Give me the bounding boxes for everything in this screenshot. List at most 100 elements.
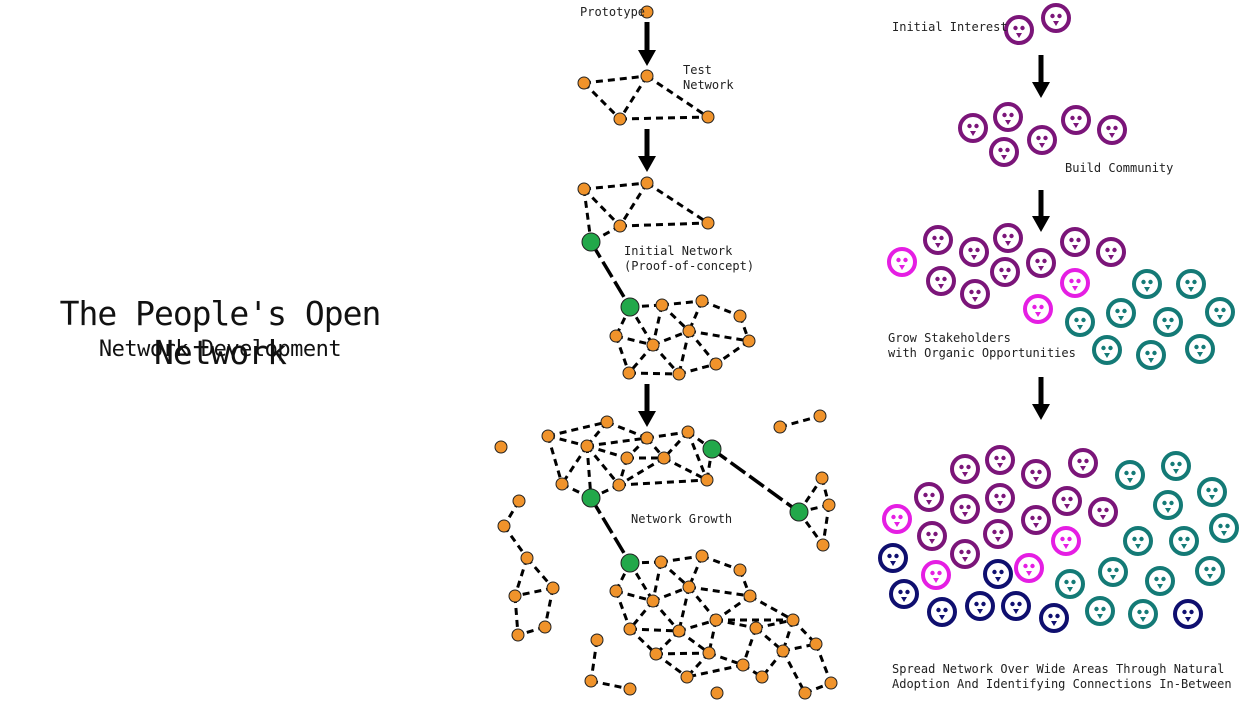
person-face-icon bbox=[1060, 268, 1090, 298]
mesh-node-icon bbox=[701, 216, 715, 230]
mesh-node-icon bbox=[776, 644, 790, 658]
label-initial-interest: Initial Interest bbox=[892, 20, 1008, 34]
mesh-node-icon bbox=[822, 498, 836, 512]
person-face-icon bbox=[1197, 477, 1227, 507]
mesh-node-icon bbox=[613, 112, 627, 126]
person-face-icon bbox=[1209, 513, 1239, 543]
mesh-link bbox=[582, 188, 593, 243]
mesh-link bbox=[590, 679, 631, 691]
person-face-icon bbox=[1023, 294, 1053, 324]
mesh-link bbox=[513, 557, 529, 597]
gateway-node-icon bbox=[581, 232, 601, 252]
mesh-link bbox=[583, 181, 648, 191]
mesh-node-icon bbox=[640, 431, 654, 445]
person-face-icon bbox=[1132, 269, 1162, 299]
mesh-node-icon bbox=[623, 682, 637, 696]
mesh-link bbox=[677, 586, 691, 632]
mesh-node-icon bbox=[497, 519, 511, 533]
mesh-link bbox=[618, 182, 649, 227]
mesh-node-icon bbox=[710, 686, 724, 700]
mesh-link bbox=[688, 329, 750, 343]
label-initial-network: Initial Network (Proof-of-concept) bbox=[624, 244, 755, 273]
mesh-link bbox=[655, 651, 710, 656]
mesh-link bbox=[651, 561, 663, 602]
mesh-node-icon bbox=[622, 366, 636, 380]
mesh-node-icon bbox=[695, 549, 709, 563]
mesh-node-icon bbox=[612, 478, 626, 492]
mesh-node-icon bbox=[640, 69, 654, 83]
person-face-icon bbox=[1128, 599, 1158, 629]
mesh-link bbox=[779, 414, 821, 429]
mesh-link bbox=[560, 445, 589, 485]
mesh-link bbox=[614, 590, 632, 630]
down-arrow-icon bbox=[638, 384, 656, 427]
mesh-node-icon bbox=[743, 589, 757, 603]
person-face-icon bbox=[1021, 505, 1051, 535]
mesh-link bbox=[661, 299, 703, 307]
mesh-link bbox=[646, 181, 709, 225]
gateway-node-icon bbox=[702, 439, 722, 459]
mesh-link bbox=[619, 221, 709, 228]
mesh-node-icon bbox=[815, 471, 829, 485]
person-face-icon bbox=[1205, 297, 1235, 327]
mesh-link bbox=[814, 643, 833, 684]
mesh-node-icon bbox=[512, 494, 526, 508]
person-face-icon bbox=[1061, 105, 1091, 135]
mesh-link bbox=[741, 627, 758, 666]
person-face-icon bbox=[1004, 15, 1034, 45]
mesh-link bbox=[618, 478, 708, 487]
person-face-icon bbox=[985, 483, 1015, 513]
person-face-icon bbox=[983, 519, 1013, 549]
mesh-node-icon bbox=[620, 451, 634, 465]
person-face-icon bbox=[914, 482, 944, 512]
person-face-icon bbox=[1153, 307, 1183, 337]
mesh-node-icon bbox=[609, 329, 623, 343]
down-arrow-icon bbox=[1032, 377, 1050, 420]
mesh-node-icon bbox=[742, 334, 756, 348]
edges-layer bbox=[502, 74, 833, 695]
mesh-link bbox=[651, 304, 664, 346]
mesh-link bbox=[502, 525, 529, 559]
mesh-link bbox=[686, 663, 744, 679]
person-face-icon bbox=[965, 591, 995, 621]
mesh-link bbox=[628, 306, 655, 346]
person-face-icon bbox=[1097, 115, 1127, 145]
person-face-icon bbox=[950, 454, 980, 484]
backbone-link bbox=[710, 447, 801, 514]
person-face-icon bbox=[1085, 596, 1115, 626]
mesh-node-icon bbox=[609, 584, 623, 598]
person-face-icon bbox=[950, 494, 980, 524]
mesh-link bbox=[628, 371, 680, 376]
down-arrow-icon bbox=[1032, 55, 1050, 98]
person-face-icon bbox=[926, 266, 956, 296]
person-face-icon bbox=[1123, 526, 1153, 556]
mesh-link bbox=[525, 557, 555, 589]
person-face-icon bbox=[1088, 497, 1118, 527]
mesh-node-icon bbox=[733, 309, 747, 323]
mesh-link bbox=[618, 75, 649, 120]
mesh-node-icon bbox=[786, 613, 800, 627]
person-face-icon bbox=[1027, 125, 1057, 155]
mesh-node-icon bbox=[813, 409, 827, 423]
person-face-icon bbox=[1065, 307, 1095, 337]
mesh-link bbox=[582, 187, 622, 228]
person-face-icon bbox=[1136, 340, 1166, 370]
mesh-node-icon bbox=[590, 633, 604, 647]
person-face-icon bbox=[878, 543, 908, 573]
mesh-link bbox=[614, 335, 631, 374]
label-grow-stakeholders: Grow Stakeholders with Organic Opportuni… bbox=[888, 331, 1076, 360]
mesh-link bbox=[663, 456, 708, 482]
person-face-icon bbox=[1052, 486, 1082, 516]
person-face-icon bbox=[1021, 459, 1051, 489]
mesh-node-icon bbox=[700, 473, 714, 487]
mesh-link bbox=[749, 594, 794, 622]
gateway-node-icon bbox=[581, 488, 601, 508]
person-face-icon bbox=[958, 113, 988, 143]
mesh-node-icon bbox=[623, 622, 637, 636]
person-face-icon bbox=[983, 559, 1013, 589]
person-face-icon bbox=[1115, 460, 1145, 490]
person-face-icon bbox=[921, 560, 951, 590]
person-face-icon bbox=[1106, 298, 1136, 328]
